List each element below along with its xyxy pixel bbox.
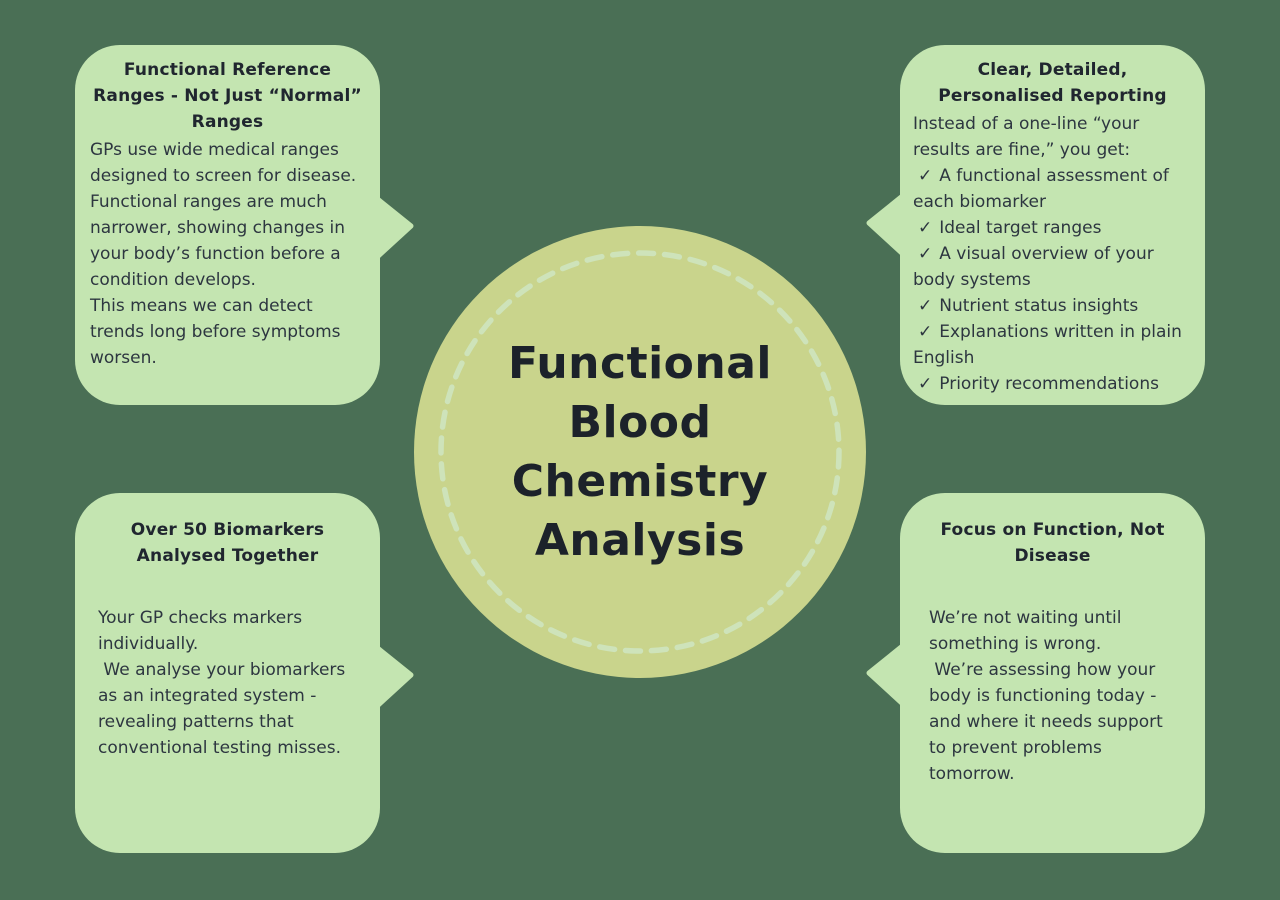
- report-feature-item: ✓A functional assessment of each biomark…: [913, 163, 1192, 215]
- paragraph: Your GP checks markers individually.: [98, 608, 308, 654]
- bubble-body: Instead of a one-line “your results are …: [913, 111, 1192, 397]
- bubble-title: Focus on Function, Not Disease: [913, 517, 1192, 569]
- check-icon: ✓: [918, 244, 933, 264]
- title-line: Focus on Function, Not: [940, 520, 1165, 540]
- feature-text: Ideal target ranges: [939, 218, 1102, 238]
- title-line: Disease: [1014, 546, 1091, 566]
- title-line: Ranges - Not Just “Normal”: [93, 86, 362, 106]
- check-icon: ✓: [918, 322, 933, 342]
- bubble-focus-on-function: Focus on Function, Not Disease We’re not…: [900, 493, 1205, 853]
- title-line: Analysed Together: [136, 546, 319, 566]
- bubble-body: We’re not waiting until something is wro…: [913, 605, 1192, 787]
- bubble-title: Clear, Detailed, Personalised Reporting: [913, 57, 1192, 109]
- central-title: Functional Blood Chemistry Analysis: [414, 226, 866, 678]
- report-feature-item: ✓Explanations written in plain English: [913, 319, 1192, 371]
- title-line: Clear, Detailed,: [977, 60, 1128, 80]
- central-title-line: Blood: [568, 397, 712, 448]
- check-icon: ✓: [918, 296, 933, 316]
- central-circle: Functional Blood Chemistry Analysis: [414, 226, 866, 678]
- paragraph: We’re not waiting until something is wro…: [929, 608, 1127, 654]
- bubble-over-50-biomarkers: Over 50 Biomarkers Analysed Together You…: [75, 493, 380, 853]
- bubble-functional-reference-ranges: Functional Reference Ranges - Not Just “…: [75, 45, 380, 405]
- report-feature-item: ✓ Nutrient status insights: [913, 293, 1192, 319]
- report-feature-item: ✓ Ideal target ranges: [913, 215, 1192, 241]
- bubble-tail-right-icon: [372, 194, 414, 262]
- title-line: Personalised Reporting: [938, 86, 1167, 106]
- bubble-tail-left-icon: [866, 191, 908, 259]
- feature-text: Nutrient status insights: [939, 296, 1139, 316]
- paragraph: This means we can detect trends long bef…: [90, 296, 346, 368]
- bubble-personalised-reporting: Clear, Detailed, Personalised Reporting …: [900, 45, 1205, 405]
- bubble-tail-right-icon: [372, 643, 414, 711]
- report-feature-item: ✓A visual overview of your body systems: [913, 241, 1192, 293]
- paragraph: GPs use wide medical ranges designed to …: [90, 140, 357, 186]
- bubble-body: GPs use wide medical ranges designed to …: [88, 137, 367, 371]
- central-title-line: Analysis: [534, 515, 746, 566]
- feature-text: A visual overview of your body systems: [913, 244, 1154, 290]
- check-icon: ✓: [918, 166, 933, 186]
- title-line: Ranges: [191, 112, 264, 132]
- paragraph: Functional ranges are much narrower, sho…: [90, 192, 351, 290]
- paragraph: We’re assessing how your body is functio…: [929, 660, 1169, 784]
- paragraph: Instead of a one-line “your results are …: [913, 114, 1145, 160]
- bubble-body: Your GP checks markers individually. We …: [88, 605, 367, 761]
- paragraph: We analyse your biomarkers as an integra…: [98, 660, 351, 758]
- check-icon: ✓: [918, 218, 933, 238]
- title-line: Functional Reference: [123, 60, 332, 80]
- check-icon: ✓: [918, 374, 933, 394]
- bubble-title: Over 50 Biomarkers Analysed Together: [88, 517, 367, 569]
- feature-text: A functional assessment of each biomarke…: [913, 166, 1169, 212]
- central-title-line: Chemistry: [511, 456, 769, 507]
- bubble-title: Functional Reference Ranges - Not Just “…: [88, 57, 367, 135]
- feature-text: Explanations written in plain English: [913, 322, 1182, 368]
- central-title-line: Functional: [507, 338, 773, 389]
- feature-text: Priority recommendations: [939, 374, 1159, 394]
- report-feature-item: ✓ Priority recommendations: [913, 371, 1192, 397]
- bubble-tail-left-icon: [866, 641, 908, 709]
- dashed-ring-icon: [438, 250, 842, 654]
- title-line: Over 50 Biomarkers: [130, 520, 325, 540]
